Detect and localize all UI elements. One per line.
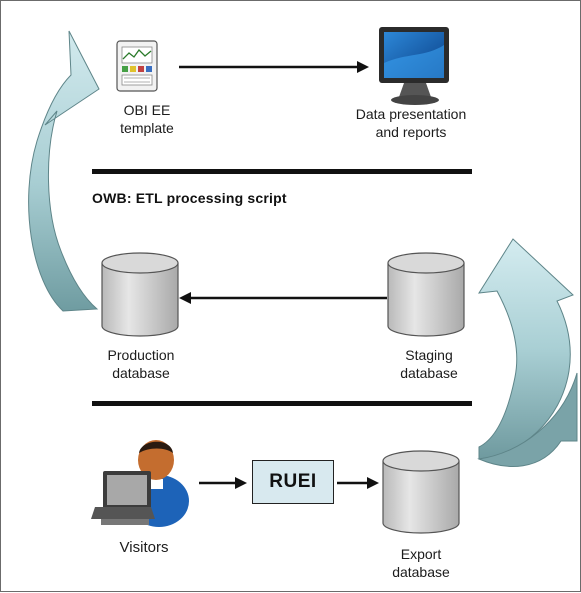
template-icon: [116, 40, 158, 92]
curved-arrow-left: [28, 30, 100, 312]
obiee-template-label: OBI EE template: [120, 102, 174, 136]
rule-bottom: [92, 401, 472, 406]
export-database-icon: [382, 450, 460, 534]
production-database-label: Production database: [107, 347, 175, 381]
visitor-person-icon: [91, 440, 189, 527]
etl-section-heading: OWB: ETL processing script: [92, 190, 287, 206]
staging-database-label: Staging database: [400, 347, 458, 381]
rule-top: [92, 169, 472, 174]
export-database-label: Export database: [392, 546, 450, 580]
staging-database-icon: [387, 252, 465, 337]
monitor-icon: [379, 27, 449, 105]
ruei-label: RUEI: [269, 471, 317, 492]
curved-arrow-right: [477, 238, 578, 467]
data-presentation-label: Data presentation and reports: [355, 106, 467, 140]
production-database-icon: [101, 252, 179, 337]
visitors-label: Visitors: [119, 539, 169, 556]
ruei-box: RUEI: [252, 460, 334, 504]
